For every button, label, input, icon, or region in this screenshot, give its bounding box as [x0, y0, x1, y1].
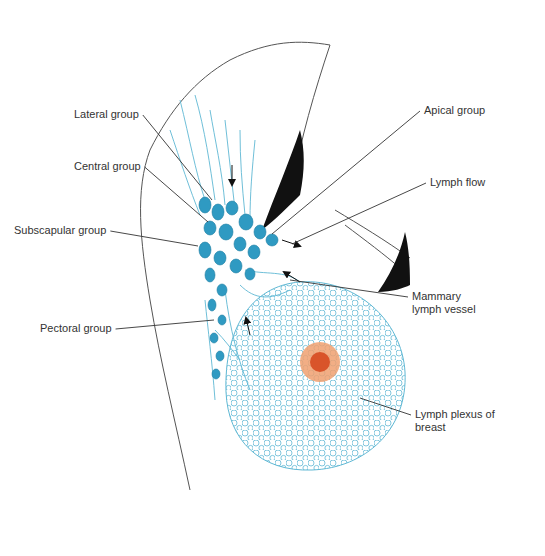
leader-line	[116, 320, 214, 329]
leader-line	[290, 280, 408, 297]
part-label: Apical group	[424, 104, 485, 117]
leader-line	[292, 183, 426, 244]
part-label: Central group	[74, 160, 141, 173]
part-label: Lymph plexus of breast	[415, 408, 495, 434]
part-label: Subscapular group	[14, 224, 106, 237]
leader-line	[360, 398, 411, 415]
leader-line	[110, 231, 198, 246]
part-label: Lymph flow	[430, 176, 485, 189]
part-label: Lateral group	[74, 108, 139, 121]
leader-line	[272, 111, 420, 234]
part-label: Pectoral group	[40, 322, 112, 335]
leader-line	[143, 115, 212, 200]
part-label: Mammary lymph vessel	[412, 290, 492, 316]
leader-line	[145, 167, 208, 222]
